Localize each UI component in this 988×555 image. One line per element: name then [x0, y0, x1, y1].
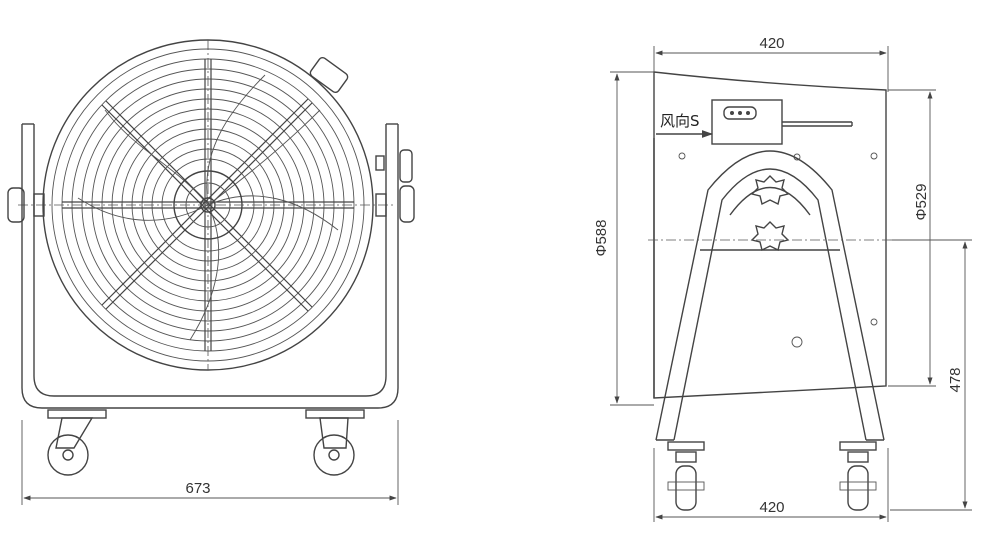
bottom-width-label: 420: [759, 499, 784, 516]
height-label: 478: [947, 367, 964, 392]
right-adjustment-knob: [375, 149, 415, 223]
side-left-caster: [667, 441, 705, 511]
stand-frame-outer: [655, 150, 885, 441]
left-adjustment-knob: [7, 187, 45, 223]
stand-frame-inner: [673, 168, 867, 441]
fan-blades: [77, 74, 339, 341]
side-view: 风向S: [593, 35, 972, 522]
side-housing: [653, 71, 887, 399]
front-width-label: 673: [185, 480, 210, 497]
top-width-label: 420: [759, 35, 784, 52]
lower-star-knob: [750, 221, 790, 252]
switch-box: [711, 99, 853, 145]
left-caster: [47, 409, 107, 476]
side-right-caster: [839, 441, 877, 511]
u-frame-outer: [21, 124, 399, 409]
adjustment-slot: [729, 187, 811, 216]
front-view: 673: [7, 39, 415, 505]
housing-screws: [678, 152, 878, 348]
outer-diameter-label: Φ588: [593, 220, 610, 257]
junction-box: [309, 56, 349, 94]
airflow-label: 风向S: [660, 112, 700, 130]
u-frame-inner: [33, 124, 387, 397]
inner-diameter-label: Φ529: [913, 184, 930, 221]
upper-star-knob: [750, 175, 790, 206]
right-caster: [305, 409, 365, 476]
